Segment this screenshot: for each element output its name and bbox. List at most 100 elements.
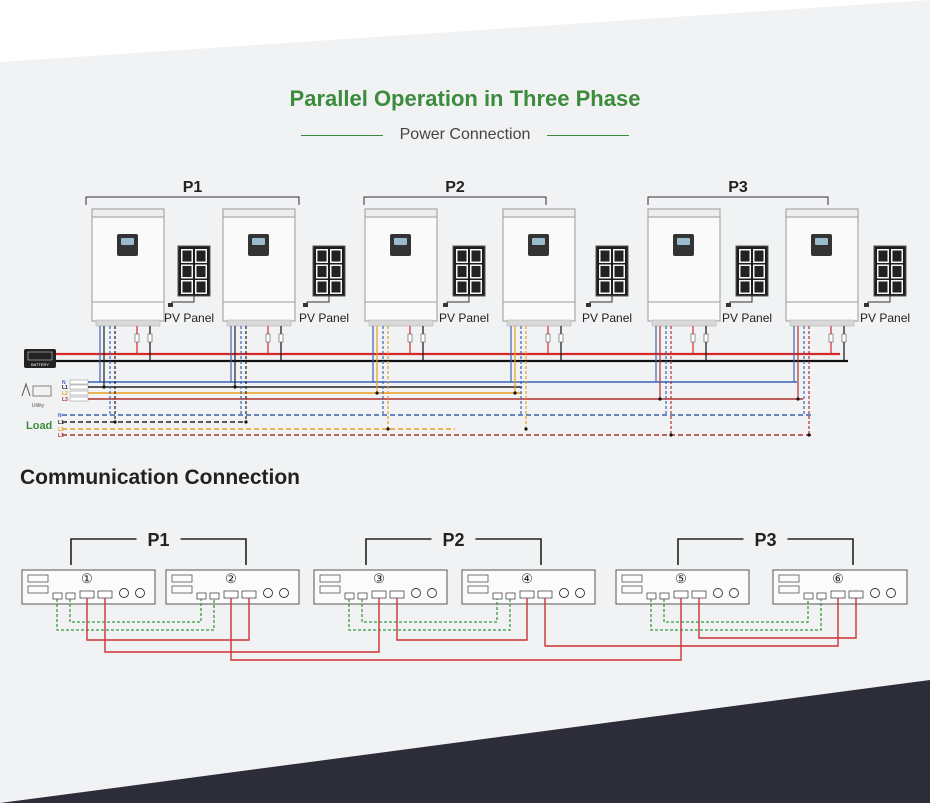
inverter-top-cap — [91, 208, 165, 218]
breaker-knob — [279, 588, 289, 598]
utility-terminal — [69, 384, 89, 390]
pv-label: PV Panel — [582, 311, 632, 325]
utility-tower — [21, 382, 31, 397]
inverter-top-cap — [364, 208, 438, 218]
utility-label: Utility — [32, 403, 45, 409]
pv-cell-inner — [740, 250, 750, 262]
parallel-port-b — [659, 592, 670, 600]
inverter-terminal-strip — [368, 319, 434, 327]
pv-label: PV Panel — [164, 311, 214, 325]
inverter-screen — [815, 238, 828, 245]
pv-cell-inner — [331, 250, 341, 262]
fuse-icon — [278, 333, 284, 343]
inverter-screen — [677, 238, 690, 245]
pv-label: PV Panel — [722, 311, 772, 325]
comm-group-label: P3 — [754, 530, 776, 550]
pv-cable — [171, 296, 195, 306]
comm-inverter-unit — [461, 569, 596, 605]
pv-cell-inner — [600, 281, 610, 293]
wire-junction — [233, 385, 237, 389]
pv-cell-inner — [182, 250, 192, 262]
comm-inverter-unit — [615, 569, 750, 605]
pv-plug — [864, 303, 869, 307]
fuse-icon — [545, 333, 551, 343]
footer-dark-wedge — [0, 680, 930, 803]
unit-number: ④ — [521, 571, 533, 586]
pv-cell-inner — [196, 250, 206, 262]
pv-cell-inner — [740, 281, 750, 293]
pv-cell-inner — [471, 266, 481, 277]
unit-number: ② — [225, 571, 237, 586]
inverter-terminal-strip — [789, 319, 855, 327]
current-sharing-port-b — [241, 590, 257, 599]
fuse-icon — [558, 333, 564, 343]
unit-number: ③ — [373, 571, 385, 586]
pv-cell-inner — [457, 250, 467, 262]
inverter-screen — [252, 238, 265, 245]
group-bracket — [363, 196, 547, 205]
wire-junction — [113, 420, 117, 424]
fuse-icon — [420, 333, 426, 343]
battery-label: BATTERY — [31, 362, 49, 367]
current-sharing-port-a — [223, 590, 239, 599]
fuse-icon — [841, 333, 847, 343]
inverter-unit — [785, 208, 859, 327]
inverter-top-cap — [647, 208, 721, 218]
inverter-unit — [91, 208, 165, 327]
wire-junction — [658, 397, 662, 401]
wire-junction — [375, 391, 379, 395]
utility-building — [32, 385, 52, 397]
pv-cell-inner — [892, 266, 902, 277]
current-sharing-port-b — [389, 590, 405, 599]
utility-line-label: L2 — [62, 391, 68, 397]
pv-label: PV Panel — [439, 311, 489, 325]
inverter-terminal-strip — [95, 319, 161, 327]
page-title: Parallel Operation in Three Phase — [289, 86, 641, 111]
parallel-port-a — [196, 592, 207, 600]
wire-junction — [669, 433, 673, 437]
comm-unit-slot — [778, 574, 800, 583]
comm-unit-slot — [778, 585, 800, 594]
pv-plug — [726, 303, 731, 307]
breaker-knob — [870, 588, 880, 598]
utility-tower-icon — [21, 382, 52, 397]
inverter-body — [647, 208, 721, 322]
pv-cell-inner — [614, 250, 624, 262]
pv-cell-inner — [740, 266, 750, 277]
inverter-top-cap — [502, 208, 576, 218]
current-sharing-port-a — [830, 590, 846, 599]
parallel-port-a — [344, 592, 355, 600]
pv-panel — [864, 245, 907, 307]
pv-cell-inner — [196, 281, 206, 293]
current-sharing-port-a — [673, 590, 689, 599]
parallel-port-b — [505, 592, 516, 600]
pv-label: PV Panel — [299, 311, 349, 325]
inverter-body — [222, 208, 296, 322]
pv-cell-inner — [457, 281, 467, 293]
wire-junction — [513, 391, 517, 395]
unit-number: ⑥ — [832, 571, 844, 586]
fuse-icon — [703, 333, 709, 343]
group-label: P2 — [445, 179, 465, 196]
wire-junction — [386, 427, 390, 431]
wire-junction — [102, 385, 106, 389]
pv-cable — [306, 296, 330, 306]
subtitle-left-rule — [301, 134, 384, 136]
pv-cell-inner — [600, 250, 610, 262]
pv-cell-inner — [182, 266, 192, 277]
comm-inverter-unit — [313, 569, 448, 605]
pv-panel — [726, 245, 769, 307]
inverter-body — [364, 208, 438, 322]
comm-inverter-unit — [165, 569, 300, 605]
comm-inverter-unit — [772, 569, 908, 605]
pv-panel — [586, 245, 629, 307]
parallel-port-a — [52, 592, 63, 600]
breaker-knob — [135, 588, 145, 598]
comm-unit-slot — [171, 574, 193, 583]
comm-unit-body — [21, 569, 156, 605]
subtitle-right-rule — [546, 134, 629, 136]
parallel-port-a — [492, 592, 503, 600]
unit-number: ⑤ — [675, 571, 687, 586]
breaker-knob — [411, 588, 421, 598]
parallel-port-b — [357, 592, 368, 600]
